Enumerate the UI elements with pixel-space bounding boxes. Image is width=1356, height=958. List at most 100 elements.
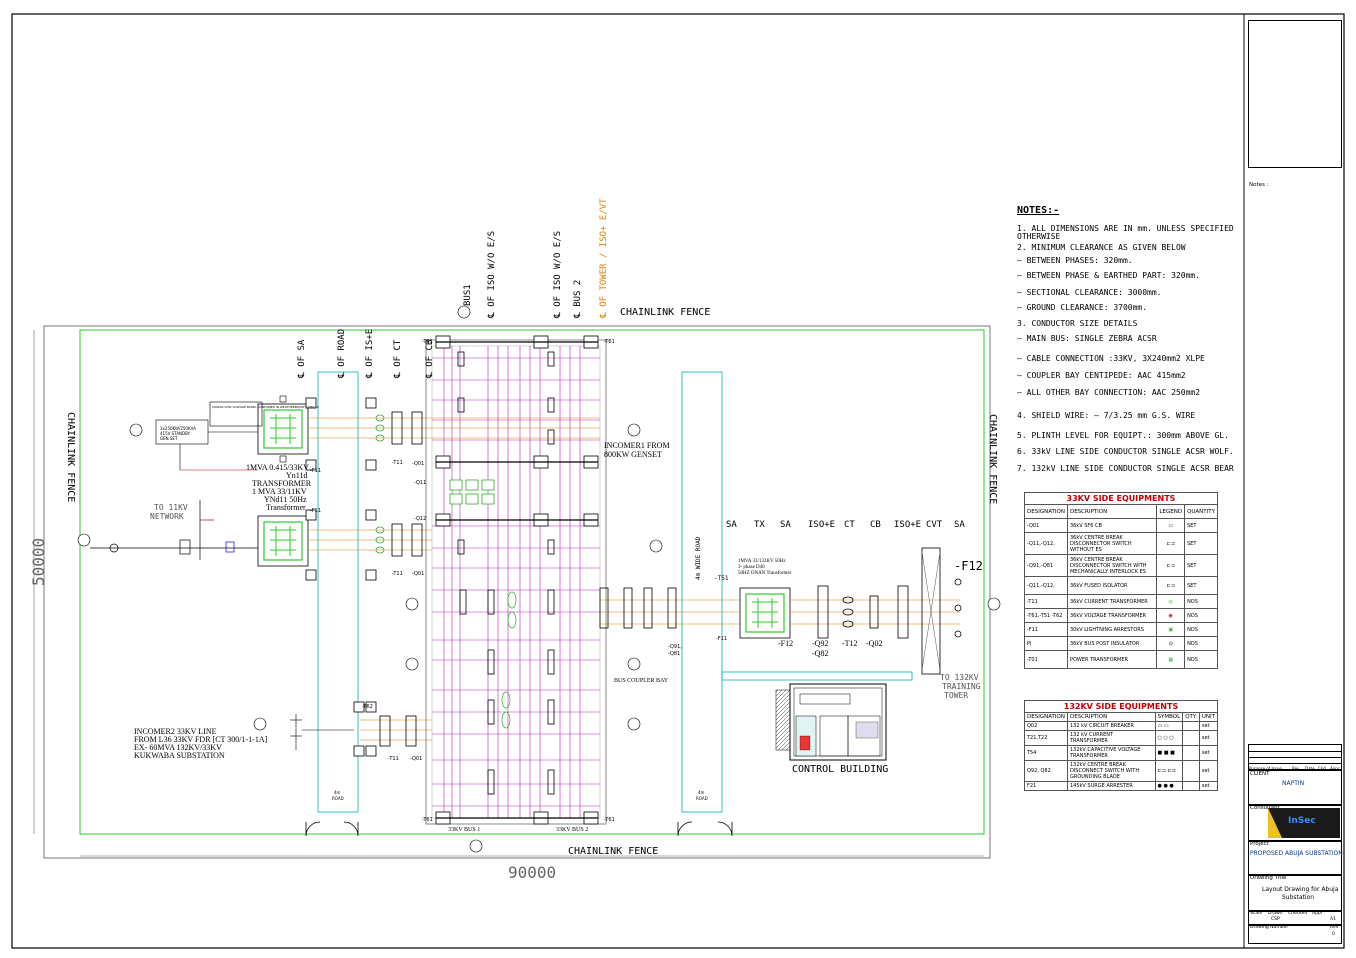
note-line: 7. 132kV LINE SIDE CONDUCTOR SINGLE ACSR… <box>1017 464 1234 473</box>
svg-text:-Q01: -Q01 <box>412 571 424 577</box>
legend-ct-icon: ◎ <box>1156 594 1186 609</box>
client-box <box>1248 770 1342 806</box>
svg-text:-F11: -F11 <box>310 508 321 514</box>
ckd-header: Ckd <box>1318 766 1326 771</box>
q02-label: -Q02 <box>866 639 882 648</box>
table-132kv: 132KV SIDE EQUIPMENTS DESIGNATION DESCRI… <box>1024 700 1219 791</box>
project-name: PROPOSED ABUJA SUBSTATION <box>1250 850 1343 857</box>
drawing-number-row <box>1248 924 1342 944</box>
wide-road-label: 4m WIDE ROAD <box>695 536 702 580</box>
drawing-frame <box>11 13 1245 949</box>
feeder-lines <box>308 417 960 741</box>
bus2-bottom-label: 33KV BUS 2 <box>556 827 588 833</box>
table-header: LEGEND <box>1156 504 1186 519</box>
svg-text:-T62: -T62 <box>362 704 373 710</box>
svg-text:-Q81: -Q81 <box>668 651 680 657</box>
table-33kv-title: 33KV SIDE EQUIPMENTS <box>1024 492 1218 505</box>
symbol-cb-icon: ▭ ▭ <box>1154 721 1184 731</box>
t51-label: -T51 <box>714 575 729 582</box>
svg-text:SA: SA <box>954 520 965 530</box>
project-label: Project <box>1250 841 1269 847</box>
genset-block <box>155 401 263 471</box>
control-building-plan <box>775 683 887 761</box>
cl-bus2-label: ℄ BUS 2 <box>573 280 583 319</box>
xfmr1-c: TRANSFORMER <box>252 479 312 488</box>
fence-label-bottom: CHAINLINK FENCE <box>568 846 658 857</box>
consultant-label: Consultant <box>1250 805 1280 811</box>
svg-text:-T61: -T61 <box>422 339 433 345</box>
cl-ct-label: ℄ OF CT <box>393 339 403 379</box>
scale-label: Scale <box>1250 911 1263 916</box>
drawing-title-1: Layout Drawing for Abuja <box>1262 886 1339 893</box>
table-row: -Q11,-Q12,36kV FUSED ISOLATOR⊏⊐SET <box>1024 576 1218 595</box>
cl-ise-label: ℄ OF IS+E <box>365 329 375 379</box>
left-feeder <box>90 500 258 560</box>
note-line: – GROUND CLEARANCE: 3700mm. <box>1017 303 1148 312</box>
incomer2-entry <box>290 714 354 750</box>
cl-bus1-label: BUS1 <box>463 284 473 306</box>
svg-text:CB: CB <box>870 520 881 530</box>
xfmr1-b: Yn11d <box>286 471 307 480</box>
consultant-logo: InSec <box>1268 808 1340 838</box>
note-line: 4. SHIELD WIRE: – 7/3.25 mm G.S. WIRE <box>1017 411 1196 420</box>
svg-text:ISO+E: ISO+E <box>808 520 835 530</box>
logo-text: InSec <box>1288 816 1316 826</box>
note-line: – ALL OTHER BAY CONNECTION: AAC 250mm2 <box>1017 388 1201 397</box>
xfmr2-c: Transformer <box>266 503 306 512</box>
revision-grid <box>1248 744 1342 770</box>
grid-markers <box>77 305 1001 853</box>
incomer2-a: INCOMER2 33KV LINE <box>134 727 217 736</box>
incomer1b-label: 800KW GENSET <box>604 450 662 459</box>
gate-right <box>677 821 733 837</box>
table-132kv-title: 132KV SIDE EQUIPMENTS <box>1024 700 1218 713</box>
bus-coupler-label: BUS COUPLER BAY <box>614 678 669 684</box>
bay-gantries <box>305 397 377 757</box>
svg-text:-Q91,: -Q91, <box>668 644 682 650</box>
drawn-label: Drawn <box>1268 911 1283 916</box>
f12-big-label: -F12 <box>954 559 983 573</box>
svg-text:-T61: -T61 <box>604 339 615 345</box>
drawing-number-label: Drawing Number <box>1250 925 1289 930</box>
legend-transformer-icon: ▦ <box>1156 650 1186 669</box>
road-label-right: ROAD <box>696 796 708 801</box>
purpose-label: Purpose of Issue <box>1249 766 1282 771</box>
drawing-title-box <box>1248 874 1342 912</box>
note-line: – CABLE CONNECTION :33KV, 3X240mm2 XLPE <box>1017 354 1205 363</box>
svg-text:-Q11: -Q11 <box>414 480 426 486</box>
tower-label: TOWER <box>944 691 968 700</box>
xfmr1-a: 1MVA 0.415/33KV <box>246 463 309 472</box>
control-building-label: CONTROL BUILDING <box>792 764 888 775</box>
q82-label: -Q82 <box>812 649 828 658</box>
f12-small-label: -F12 <box>778 639 793 648</box>
symbol-cvt-icon: ■ ■ ■ <box>1154 745 1184 761</box>
legend-cb-icon: ▭ <box>1156 518 1186 533</box>
client-name: NAPTIN <box>1282 780 1305 787</box>
svg-text:-T11: -T11 <box>388 756 399 762</box>
rev-number: 0 <box>1332 932 1335 937</box>
svg-text:-F11: -F11 <box>716 636 727 642</box>
symbol-arrester-icon: ● ● ● <box>1154 781 1184 791</box>
t12-label: -T12 <box>842 639 858 648</box>
fence-label-left: CHAINLINK FENCE <box>65 412 76 502</box>
note-line: 1. ALL DIMENSIONS ARE IN mm. UNLESS SPEC… <box>1017 224 1234 233</box>
legend-disconnector-es-icon: ⊏⊐ <box>1156 554 1186 577</box>
titleblock-logo-area <box>1248 20 1342 168</box>
checked-label: Checked <box>1288 911 1308 916</box>
fence-label-top: CHAINLINK FENCE <box>620 307 710 318</box>
transformer-3 <box>739 587 791 639</box>
legend-arrestor-icon: ▣ <box>1156 622 1186 637</box>
drawing-title-2: Substation <box>1282 894 1315 901</box>
incomer1-label: INCOMER1 FROM <box>604 441 670 450</box>
table-header: UNIT <box>1198 712 1219 722</box>
note-line: 3. CONDUCTOR SIZE DETAILS <box>1017 319 1138 328</box>
cl-iso2-label: ℄ OF ISO W/O E/S <box>553 231 563 319</box>
xfmr3-a: 1MVA 33/132KV 50Hz <box>738 559 786 564</box>
note-line: – COUPLER BAY CENTIPEDE: AAC 415mm2 <box>1017 371 1186 380</box>
project-box <box>1248 840 1342 876</box>
